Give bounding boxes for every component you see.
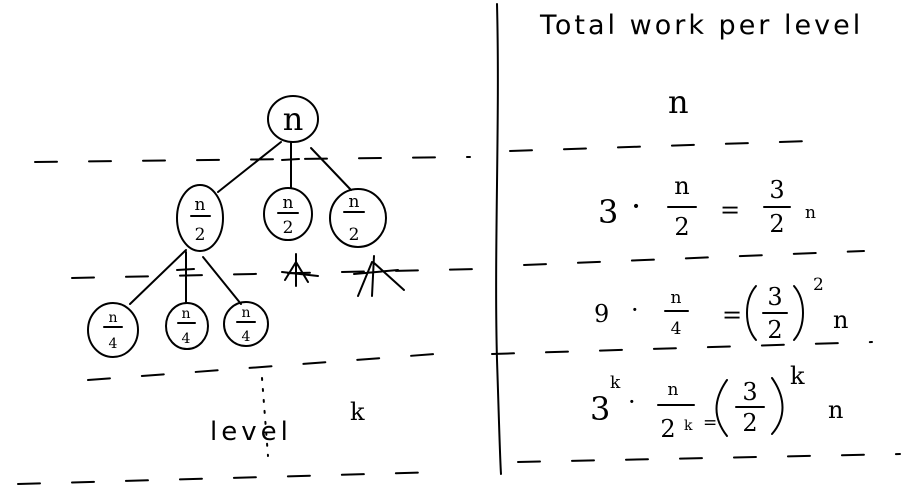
- level-separator-left-1: [71, 268, 479, 279]
- tree-edge: [310, 147, 352, 191]
- fraction-numerator: n: [241, 305, 250, 321]
- fraction-denominator: 4: [109, 336, 118, 352]
- level-separator-right-3: [517, 453, 901, 463]
- level-separator-right-0: [509, 140, 811, 152]
- row3-coefficient: 3: [590, 390, 610, 428]
- row3-equals: =: [703, 413, 717, 433]
- row2-frac-denominator: 4: [671, 319, 682, 339]
- level-separator-left-3: [17, 471, 441, 485]
- level-caption: level: [210, 417, 292, 447]
- row3-variable: n: [828, 396, 843, 424]
- row2-variable: n: [833, 306, 848, 334]
- fraction-numerator: n: [181, 306, 190, 322]
- row1-frac-denominator: 2: [674, 213, 689, 241]
- level-separator-right-2: [491, 341, 873, 355]
- fraction-denominator: 2: [349, 225, 360, 245]
- fraction-denominator: 4: [182, 331, 191, 347]
- row3-expression: 3 k · n 2 k = 3 2 k n: [590, 362, 843, 443]
- tree-edge: [129, 249, 187, 305]
- level-separator-right-1: [523, 250, 865, 266]
- row3-dot: ·: [628, 388, 636, 416]
- tree-node-level2-middle: n 4: [165, 302, 209, 350]
- row2-paren-numerator: 3: [767, 283, 782, 311]
- row1-equals: =: [720, 196, 740, 224]
- row2-expression: 9 · n 4 = 3 2 2 n: [594, 275, 848, 344]
- tree-node-level2-left: n 4: [87, 302, 139, 358]
- level-separator-left-0: [34, 156, 471, 163]
- fraction-numerator: n: [108, 310, 117, 326]
- tree-node-level1-middle: n 2: [263, 187, 313, 241]
- subtree-stub-right: [353, 255, 405, 297]
- row2-exponent: 2: [813, 275, 824, 295]
- fraction-denominator: 2: [283, 218, 294, 238]
- tree-node-root: n: [267, 95, 319, 143]
- row1-frac-numerator: n: [674, 172, 689, 200]
- row1-rhs-numerator: 3: [769, 176, 784, 204]
- fraction-numerator: n: [283, 193, 294, 213]
- row1-variable: n: [805, 203, 816, 223]
- fraction-denominator: 4: [242, 329, 251, 345]
- row3-paren-numerator: 3: [742, 378, 757, 406]
- tree-node-level1-right: n 2: [329, 188, 387, 248]
- tree-edge: [217, 141, 282, 193]
- row1-expression: 3 · n 2 = 3 2 n: [598, 172, 816, 241]
- tree-edge: [202, 256, 242, 305]
- row3-frac-denominator-exponent: k: [684, 418, 693, 434]
- row3-frac-numerator: n: [668, 380, 679, 400]
- row3-paren-denominator: 2: [742, 409, 757, 437]
- tree-edge: [176, 268, 195, 271]
- vertical-divider-line: [495, 3, 502, 475]
- row3-exponent: k: [790, 362, 805, 390]
- row3-coefficient-exponent: k: [610, 373, 621, 393]
- level-separator-left-2: [87, 351, 463, 381]
- row1-rhs-denominator: 2: [769, 210, 784, 238]
- row2-frac-numerator: n: [671, 288, 682, 308]
- fraction-denominator: 2: [195, 225, 206, 245]
- row2-dot: ·: [631, 296, 639, 324]
- continuation-dots: [261, 377, 269, 457]
- row2-equals: =: [722, 301, 742, 329]
- work-per-level-table: Total work per level n 3 · n 2 = 3 2 n 9…: [539, 10, 863, 443]
- row3-frac-denominator: 2: [660, 415, 675, 443]
- subtree-stub-middle: [281, 253, 319, 287]
- row1-dot: ·: [631, 187, 641, 225]
- fraction-numerator: n: [349, 192, 360, 212]
- row2-coefficient: 9: [594, 300, 609, 328]
- level-variable: k: [350, 398, 365, 426]
- row1-coefficient: 3: [598, 193, 618, 231]
- row2-paren-denominator: 2: [767, 316, 782, 344]
- row0-expr: n: [668, 83, 689, 121]
- fraction-numerator: n: [195, 195, 206, 215]
- tree-edge: [281, 158, 300, 161]
- tree-node-level1-left: n 2: [176, 184, 224, 252]
- tree-node-level2-right: n 4: [223, 301, 269, 347]
- table-title: Total work per level: [539, 10, 863, 41]
- tree-node-root-label: n: [283, 100, 304, 138]
- recursion-tree: n n 2 n 2 n 2: [87, 95, 405, 457]
